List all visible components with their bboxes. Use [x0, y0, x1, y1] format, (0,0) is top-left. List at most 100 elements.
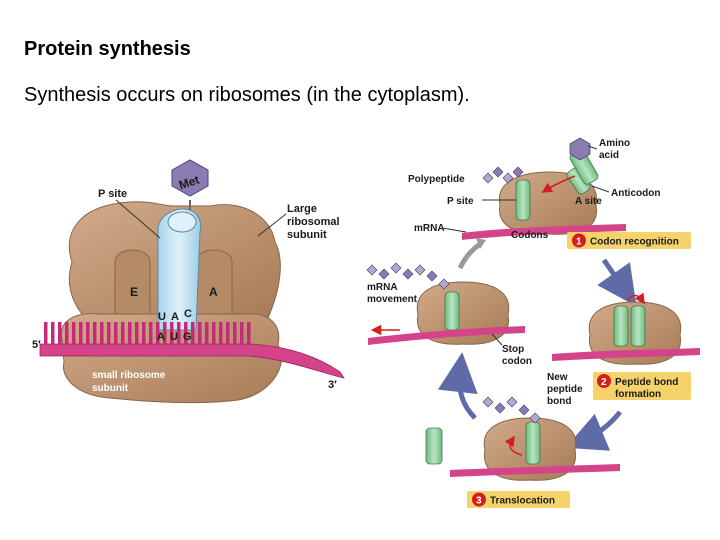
small-subunit-label: subunit [92, 383, 129, 394]
a-site-label-right: A site [575, 196, 602, 207]
codon-base: G [183, 331, 192, 343]
large-subunit-label: ribosomal [287, 216, 340, 228]
cycle-arrow [437, 352, 478, 420]
mrna-base [135, 322, 139, 344]
e-site-tunnel [114, 249, 151, 331]
right-cycle-diagram: Amino acid Polypeptide Anticodon P site … [366, 137, 700, 508]
amino-acid-bead [494, 402, 506, 414]
mrna-base [247, 322, 251, 344]
mrna-strand-right [552, 348, 700, 361]
polypeptide-chain [366, 262, 450, 290]
mrna-base [198, 322, 202, 344]
mrna-base [226, 322, 230, 344]
three-prime-label: 3′ [328, 379, 337, 391]
step-2-label: Peptide bond [615, 377, 678, 388]
large-subunit-label: Large [287, 203, 317, 215]
new-peptide-bond-label: peptide [547, 384, 583, 395]
amino-acid-bead [512, 166, 524, 178]
released-trna [425, 427, 443, 465]
mrna-base [163, 322, 167, 344]
amino-acid-bead [502, 172, 514, 184]
new-peptide-bond-label: New [547, 372, 568, 383]
amino-acid-label: acid [599, 150, 619, 161]
mrna-base [191, 322, 195, 344]
amino-acid-bead [402, 268, 414, 280]
mrna-base [233, 322, 237, 344]
step-3-label: Translocation [490, 496, 555, 507]
cycle-arrow [597, 258, 637, 307]
p-site-label: P site [98, 188, 127, 200]
mrna-base [107, 322, 111, 344]
mrna-base [219, 322, 223, 344]
trna-molecule [157, 208, 202, 331]
codons-label: Codons [511, 230, 549, 241]
amino-acid-bead [506, 396, 518, 408]
mrna-base [156, 322, 160, 344]
a-site-label: A [209, 285, 218, 299]
codon-base: U [170, 331, 178, 343]
mrna-base [205, 322, 209, 344]
five-prime-label: 5′ [32, 339, 41, 351]
p-site-label-right: P site [447, 196, 474, 207]
mrna-base [79, 322, 83, 344]
mrna-base [100, 322, 104, 344]
amino-acid-bead [378, 268, 390, 280]
mrna-movement-label: movement [367, 294, 418, 305]
e-site-label: E [130, 285, 138, 299]
polypeptide-label: Polypeptide [408, 174, 465, 185]
stop-codon-label: codon [502, 356, 532, 367]
mrna-bases [44, 322, 251, 344]
amino-acid-bead [438, 278, 450, 290]
cycle-arrow [457, 242, 482, 270]
step-2-label: formation [615, 389, 661, 400]
step-1-label: Codon recognition [590, 237, 679, 248]
mrna-base [142, 322, 146, 344]
met-amino-acid [171, 159, 209, 197]
cycle-ribosome-top [498, 167, 597, 235]
step-3-badge: 3 Translocation [467, 491, 570, 508]
slide-title: Protein synthesis [24, 38, 191, 60]
step-1-badge: 1 Codon recognition [567, 232, 691, 249]
mrna-base [114, 322, 118, 344]
mrna-label-right: mRNA [414, 223, 445, 234]
mrna-base [121, 322, 125, 344]
mrna-strand-bottom [450, 464, 620, 477]
mrna-base [93, 322, 97, 344]
mrna-strand-top [462, 224, 626, 240]
mrna-base [44, 322, 48, 344]
mrna-base [149, 322, 153, 344]
amino-acid-bead [529, 412, 541, 424]
amino-acid-bead [426, 270, 438, 282]
mrna-base [58, 322, 62, 344]
cycle-arrow [565, 410, 622, 451]
mrna-base [240, 322, 244, 344]
new-peptide-bond-label: bond [547, 396, 571, 407]
met-label: Met [177, 173, 201, 193]
amino-acid-bead [414, 264, 426, 276]
step-2-badge: 2 Peptide bond formation [593, 372, 691, 400]
mrna-strand-left [368, 326, 525, 345]
step-3-number: 3 [476, 496, 482, 507]
small-subunit-label: small ribosome [92, 370, 166, 381]
amino-acid-bead [482, 172, 494, 184]
amino-acid-bead [492, 166, 504, 178]
cycle-ribosome-bottom [483, 417, 577, 481]
large-subunit-label: subunit [287, 229, 327, 241]
anticodon-label: Anticodon [611, 188, 660, 199]
step-1-number: 1 [576, 237, 582, 248]
mrna-base [212, 322, 216, 344]
polypeptide-chain [482, 166, 524, 184]
mrna-base [86, 322, 90, 344]
mrna-base [184, 322, 188, 344]
anticodon-base: U [158, 311, 166, 323]
slide-subtitle: Synthesis occurs on ribosomes (in the cy… [24, 84, 470, 106]
mrna-base [170, 322, 174, 344]
step-2-number: 2 [601, 377, 607, 388]
amino-acid-label: Amino [599, 138, 630, 149]
mrna-base [72, 322, 76, 344]
mrna-base [177, 322, 181, 344]
amino-acid-bead [366, 264, 378, 276]
stop-codon-label: Stop [502, 344, 524, 355]
amino-acid-bead [390, 262, 402, 274]
